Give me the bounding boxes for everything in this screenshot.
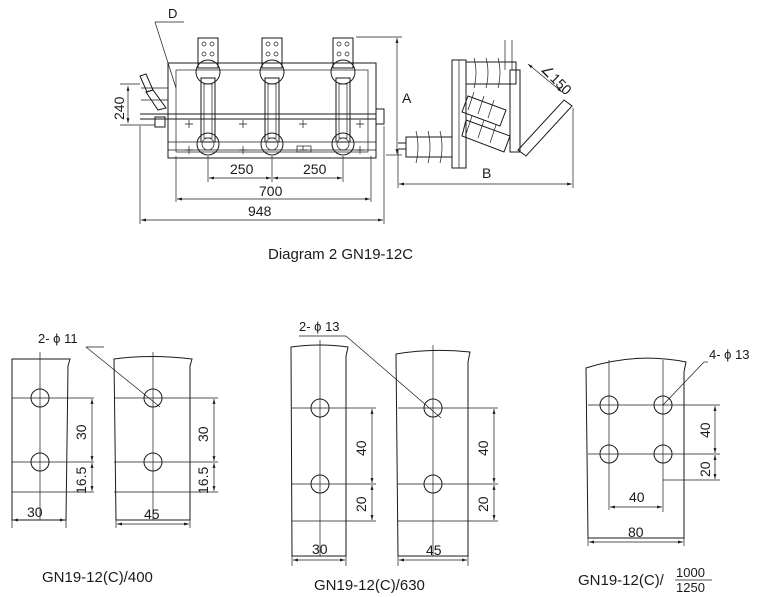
inclined-insulator	[461, 95, 507, 127]
dim-250-right: 250	[303, 161, 327, 177]
terminal-1000: 40 20 40 80 4- ϕ 13 GN19-12(C)/ 1000 125…	[578, 347, 750, 595]
hole-label-1000: 4- ϕ 13	[709, 347, 750, 362]
hole-leader-630	[345, 335, 442, 419]
callout-d-leader	[154, 21, 177, 89]
phase-column-right	[330, 37, 356, 156]
hole-leader-400	[85, 346, 161, 408]
terminal-630: 40 20 30 40 20 45 2- ϕ 13 GN19-12(C)/630	[290, 319, 498, 594]
hole	[310, 398, 330, 418]
caption-1000-bottom: 1250	[676, 580, 705, 595]
front-view: D 240 250 250 700 948 A	[111, 6, 412, 224]
side-view: ∠ 150 B	[397, 40, 575, 188]
dim-948: 948	[248, 203, 272, 219]
phase-column-middle	[259, 37, 285, 156]
hole-label-400: 2- ϕ 11	[38, 331, 78, 346]
dim-30-400a: 30	[73, 424, 89, 440]
caption-400: GN19-12(C)/400	[42, 569, 153, 586]
hole	[143, 388, 163, 408]
hole	[143, 452, 163, 472]
hole	[310, 474, 330, 494]
dim-20-1000-vert: 20	[697, 461, 713, 477]
dim-240: 240	[111, 96, 127, 120]
hole	[653, 444, 673, 464]
hole	[30, 388, 50, 408]
hole	[30, 452, 50, 472]
hole	[653, 395, 673, 415]
dim-b: B	[482, 165, 491, 181]
base-frame	[167, 62, 377, 159]
dim-20-630b: 20	[475, 496, 491, 512]
mounting-marks	[185, 120, 364, 154]
dim-40-630b: 40	[475, 440, 491, 456]
dim-20-630a: 20	[353, 496, 369, 512]
base-frame-inner	[175, 69, 369, 153]
hole	[599, 444, 619, 464]
dim-a: A	[402, 90, 412, 106]
caption-1000-top: 1000	[676, 565, 705, 580]
terminal-1000-plate	[585, 357, 687, 539]
bottom-insulator	[405, 136, 453, 158]
terminal-400: 30 16.5 30 30 16.5 45 2- ϕ 11 GN19-12(C)…	[11, 331, 218, 586]
opened-blade	[517, 99, 573, 157]
terminal-630-plate-a	[290, 344, 349, 557]
dim-250-left: 250	[230, 161, 254, 177]
callout-d-label: D	[168, 6, 177, 21]
caption-1000-prefix: GN19-12(C)/	[578, 572, 665, 589]
phase-column-left	[195, 37, 221, 156]
dim-16-5-400a: 16.5	[73, 467, 89, 494]
dim-30-400b: 30	[195, 426, 211, 442]
dim-30-400-width: 30	[27, 504, 43, 520]
terminal-400-plate-a	[11, 358, 71, 521]
hole	[599, 395, 619, 415]
dim-30-630-width: 30	[312, 541, 328, 557]
dim-700: 700	[259, 183, 283, 199]
hole-leader-1000	[662, 361, 705, 406]
dim-80-1000-width: 80	[628, 524, 644, 540]
main-caption: Diagram 2 GN19-12C	[268, 246, 413, 263]
dim-45-630-width: 45	[426, 542, 442, 558]
dim-40-1000-width: 40	[629, 489, 645, 505]
dim-40-630a: 40	[353, 440, 369, 456]
dim-40-1000-vert: 40	[697, 422, 713, 438]
dim-45-400-width: 45	[144, 506, 160, 522]
caption-630: GN19-12(C)/630	[314, 577, 425, 594]
dim-16-5-400b: 16.5	[195, 467, 211, 494]
hole	[423, 398, 443, 418]
hole	[423, 474, 443, 494]
hole-label-630: 2- ϕ 13	[299, 319, 340, 334]
